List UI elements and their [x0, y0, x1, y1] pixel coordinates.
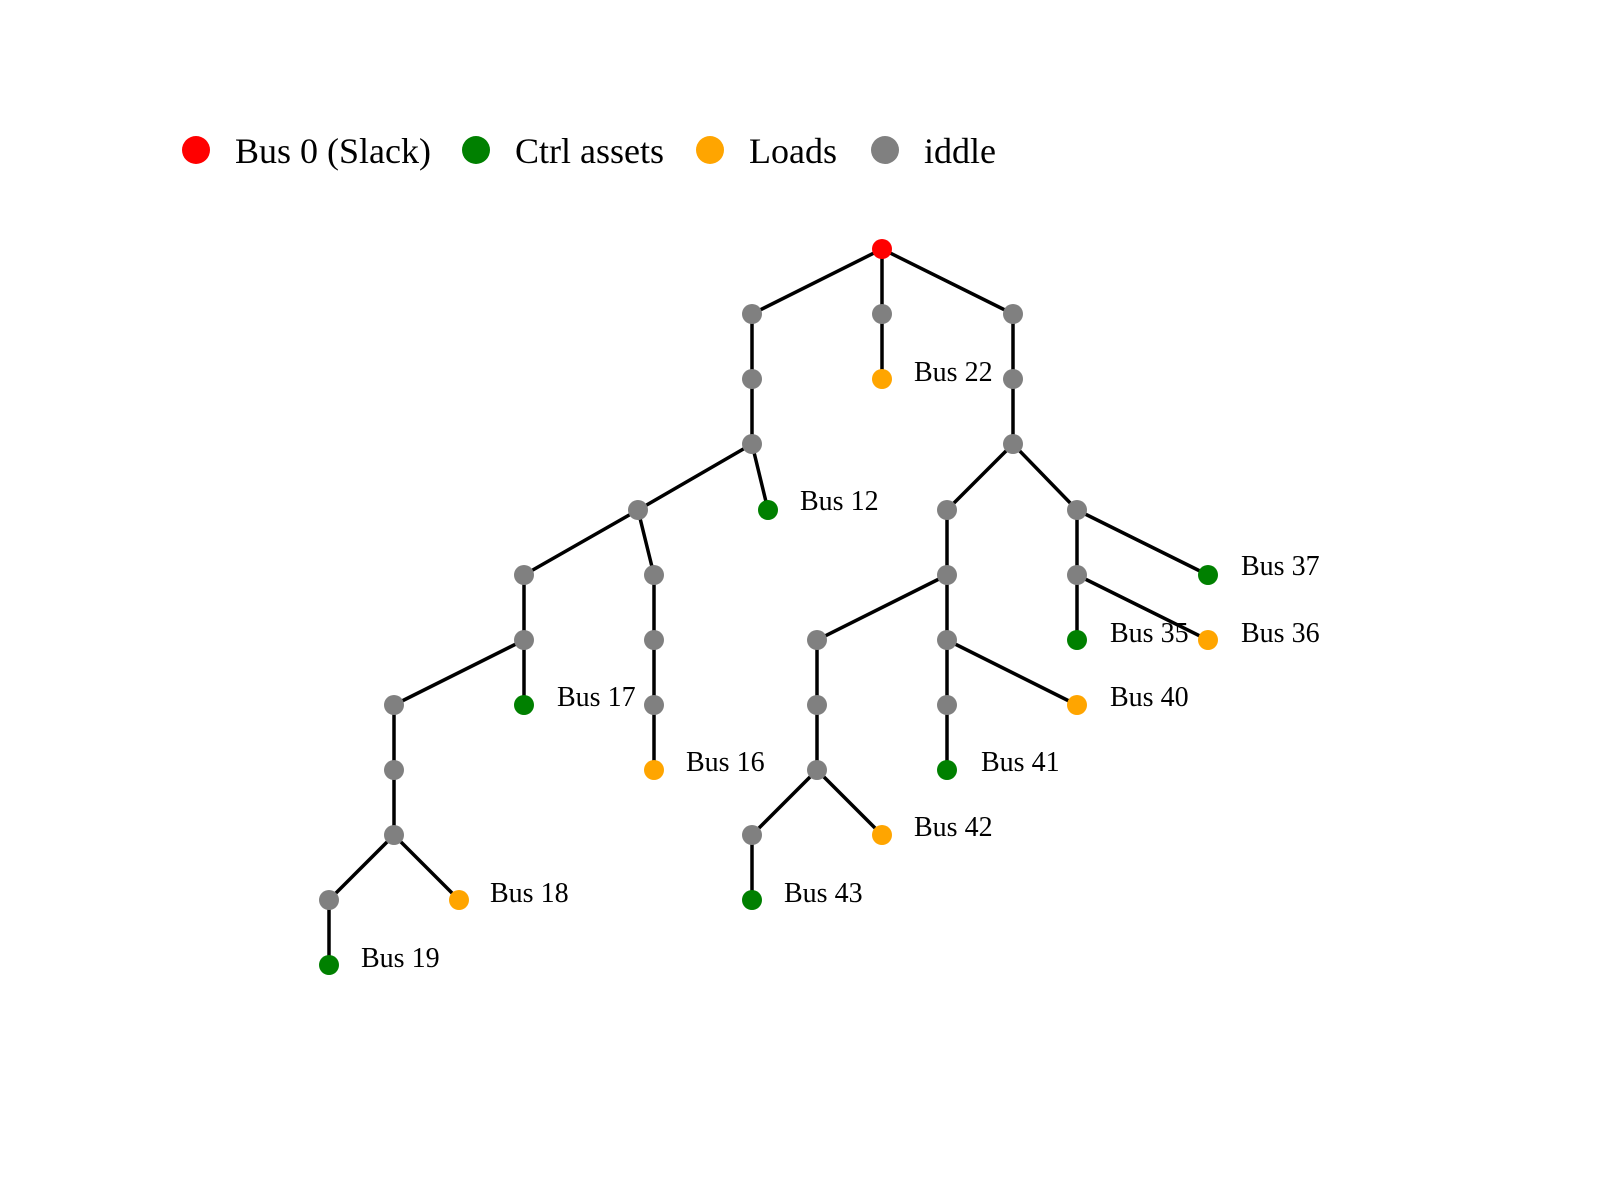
bus-node-j1: [807, 630, 827, 650]
bus-label-35: Bus 35: [1110, 618, 1189, 649]
edge-f3-n_18: [392, 833, 461, 902]
bus-node-f3: [384, 825, 404, 845]
edge-m1-n_37: [1075, 508, 1210, 577]
bus-node-b3: [1003, 434, 1023, 454]
bus-label-43: Bus 43: [784, 878, 863, 909]
edge-f3-g1: [327, 833, 396, 902]
bus-label-12: Bus 12: [800, 486, 879, 517]
bus-node-n_35: [1067, 630, 1087, 650]
legend-ctrl-marker: [462, 136, 490, 164]
bus-node-a1: [742, 304, 762, 324]
bus-node-i1: [937, 500, 957, 520]
bus-label-17: Bus 17: [557, 682, 636, 713]
legend-slack-marker: [182, 136, 210, 164]
legend-slack-label: Bus 0 (Slack): [235, 131, 431, 171]
edge-d1-e1: [522, 508, 640, 577]
edge-a3-n_12: [750, 442, 770, 512]
legend: Bus 0 (Slack) Ctrl assets Loads iddle: [182, 131, 996, 171]
bus-node-d1: [628, 500, 648, 520]
bus-node-f2: [384, 760, 404, 780]
legend-load-marker: [696, 136, 724, 164]
bus-node-n_17: [514, 695, 534, 715]
bus-node-h1: [644, 565, 664, 585]
bus-node-a3: [742, 434, 762, 454]
bus-node-n_40: [1067, 695, 1087, 715]
bus-node-j2: [807, 695, 827, 715]
edge-j3-k1: [750, 768, 819, 837]
edge-d1-h1: [636, 508, 656, 577]
bus-node-n_43: [742, 890, 762, 910]
bus-node-l1: [937, 630, 957, 650]
bus-node-n_42: [872, 825, 892, 845]
bus-label-36: Bus 36: [1241, 618, 1320, 649]
bus-node-i2: [937, 565, 957, 585]
bus-node-e2: [514, 630, 534, 650]
bus-node-l2: [937, 695, 957, 715]
nodes: [319, 239, 1218, 975]
bus-node-j3: [807, 760, 827, 780]
bus-node-n_41: [937, 760, 957, 780]
bus-node-b1: [1003, 304, 1023, 324]
legend-ctrl-label: Ctrl assets: [515, 131, 664, 171]
bus-node-a2: [742, 369, 762, 389]
bus-label-37: Bus 37: [1241, 551, 1320, 582]
bus-node-n_12: [758, 500, 778, 520]
bus-labels: Bus 22 Bus 12 Bus 37 Bus 35 Bus 36 Bus 1…: [361, 357, 1320, 974]
bus-node-f1: [384, 695, 404, 715]
edge-e2-f1: [392, 638, 526, 707]
edge-root-b1: [880, 247, 1015, 316]
bus-node-n_16: [644, 760, 664, 780]
bus-label-18: Bus 18: [490, 878, 569, 909]
bus-label-22: Bus 22: [914, 357, 993, 388]
bus-label-16: Bus 16: [686, 747, 765, 778]
bus-node-n_19: [319, 955, 339, 975]
bus-node-m1: [1067, 500, 1087, 520]
edge-l1-n_40: [945, 638, 1079, 707]
bus-node-m2: [1067, 565, 1087, 585]
edge-i2-j1: [815, 573, 949, 642]
bus-node-c1: [872, 304, 892, 324]
edge-root-a1: [750, 247, 884, 316]
bus-label-42: Bus 42: [914, 812, 993, 843]
legend-idle-label: iddle: [924, 131, 996, 171]
bus-node-n_18: [449, 890, 469, 910]
bus-label-41: Bus 41: [981, 747, 1060, 778]
edge-j3-n_42: [815, 768, 884, 837]
bus-node-k1: [742, 825, 762, 845]
legend-load-label: Loads: [749, 131, 837, 171]
bus-node-n_37: [1198, 565, 1218, 585]
edges: [327, 247, 1210, 967]
bus-node-root: [872, 239, 892, 259]
bus-label-19: Bus 19: [361, 943, 440, 974]
bus-node-h2: [644, 630, 664, 650]
bus-node-e1: [514, 565, 534, 585]
bus-label-40: Bus 40: [1110, 682, 1189, 713]
edge-m2-n_36: [1075, 573, 1210, 642]
edge-a3-d1: [636, 442, 754, 512]
bus-node-h3: [644, 695, 664, 715]
bus-node-b2: [1003, 369, 1023, 389]
bus-node-g1: [319, 890, 339, 910]
edge-b3-m1: [1011, 442, 1079, 512]
bus-node-n_36: [1198, 630, 1218, 650]
bus-node-n_22: [872, 369, 892, 389]
legend-idle-marker: [871, 136, 899, 164]
edge-b3-i1: [945, 442, 1015, 512]
